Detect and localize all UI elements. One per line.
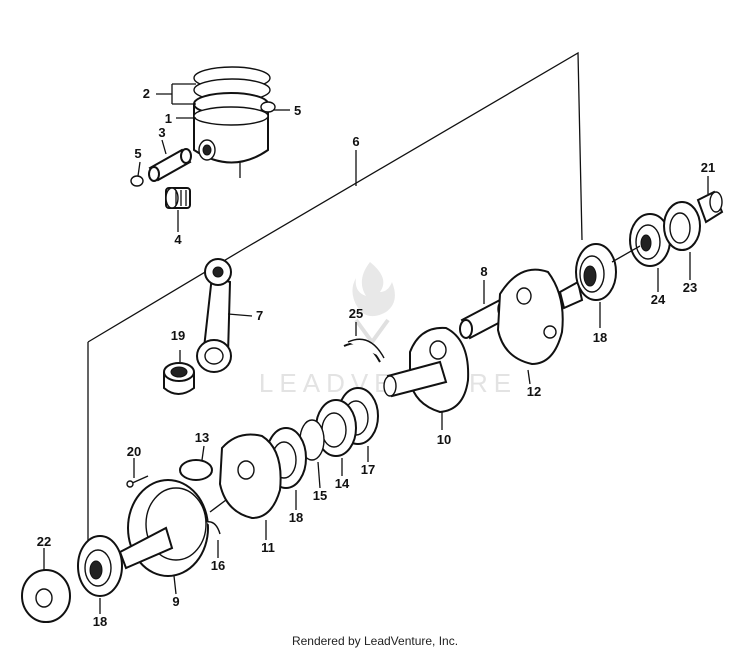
small-end-bearing — [165, 187, 191, 209]
callout-7: 7 — [256, 308, 263, 323]
callout-10: 10 — [437, 432, 451, 447]
callout-4: 4 — [174, 232, 182, 247]
end-seal — [21, 569, 71, 623]
leader-lines — [43, 83, 709, 614]
callout-20: 20 — [127, 444, 141, 459]
callout-18-right: 18 — [593, 330, 607, 345]
crank-web — [209, 433, 282, 520]
callout-18-left: 18 — [93, 614, 107, 629]
callout-13: 13 — [195, 430, 209, 445]
callout-1: 1 — [165, 111, 172, 126]
callout-17: 17 — [361, 462, 375, 477]
callout-21: 21 — [701, 160, 715, 175]
callout-22: 22 — [37, 534, 51, 549]
callout-19: 19 — [171, 328, 185, 343]
snap-ring — [343, 338, 385, 363]
callout-2: 2 — [143, 86, 150, 101]
washer-16 — [205, 521, 221, 535]
callout-9: 9 — [172, 594, 179, 609]
callout-5-right: 5 — [294, 103, 301, 118]
callouts: 2 1 5 3 5 4 6 7 19 8 12 18 24 23 21 25 1… — [37, 86, 715, 629]
assembly-bracket — [87, 51, 583, 540]
piston-pin — [148, 148, 192, 182]
bearing-14 — [315, 399, 357, 457]
callout-8: 8 — [480, 264, 487, 279]
callout-11: 11 — [261, 540, 275, 555]
crank-half-left — [118, 479, 209, 577]
callout-12: 12 — [527, 384, 541, 399]
thrust-washer — [179, 459, 213, 481]
connecting-rod — [196, 258, 232, 373]
end-sleeve — [696, 190, 724, 224]
callout-24: 24 — [651, 292, 666, 307]
oil-seal — [629, 213, 671, 267]
callout-18-center: 18 — [289, 510, 303, 525]
callout-23: 23 — [683, 280, 697, 295]
callout-25: 25 — [349, 306, 363, 321]
screw — [126, 475, 149, 488]
callout-5-left: 5 — [134, 146, 141, 161]
big-end-bearing — [163, 362, 195, 395]
callout-3: 3 — [158, 125, 165, 140]
render-credit: Rendered by LeadVenture, Inc. — [291, 634, 459, 648]
callout-15: 15 — [313, 488, 327, 503]
main-bearing-left — [77, 535, 123, 597]
circlip-right — [260, 101, 276, 113]
callout-16: 16 — [211, 558, 225, 573]
callout-14: 14 — [335, 476, 350, 491]
retainer-ring — [663, 201, 701, 251]
piston — [193, 66, 271, 178]
crank-half-right — [496, 268, 584, 366]
callout-6: 6 — [352, 134, 359, 149]
crank-half-center — [383, 326, 470, 414]
circlip-left — [130, 175, 144, 187]
main-bearing-right — [575, 243, 617, 301]
